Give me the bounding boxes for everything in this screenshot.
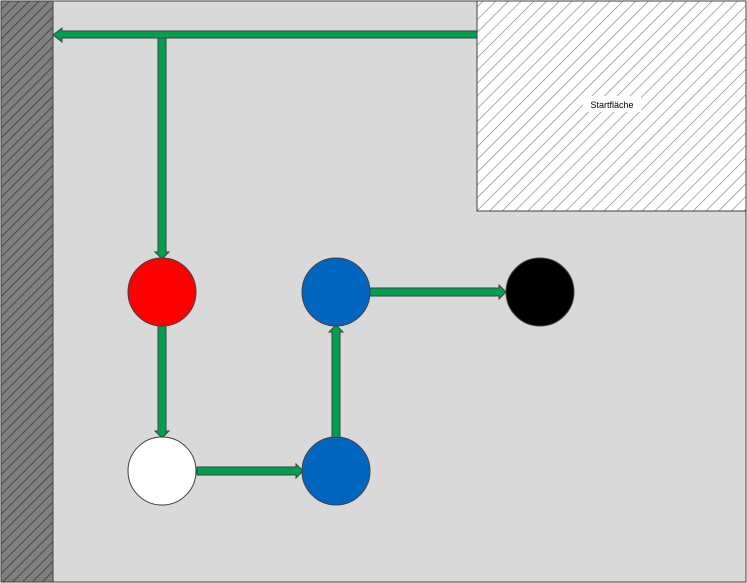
blue-node-bottom	[301, 436, 371, 506]
start-area-label: Startfläche	[590, 100, 633, 110]
arrow-red-to-white	[153, 325, 171, 439]
white-node	[127, 436, 197, 506]
arrow-to-red	[153, 37, 171, 260]
wall	[0, 0, 54, 583]
arrow-start-to-wall	[52, 26, 478, 44]
red-node	[127, 257, 197, 327]
arrow-blue-bottom-to-blue-top	[327, 324, 345, 438]
start-area: Startfläche	[476, 0, 747, 212]
arrow-blue-top-to-black	[369, 283, 507, 301]
path-arrows	[52, 26, 507, 480]
blue-node-top	[301, 257, 371, 327]
arrow-white-to-blue-bottom	[196, 462, 304, 480]
black-node	[505, 257, 575, 327]
